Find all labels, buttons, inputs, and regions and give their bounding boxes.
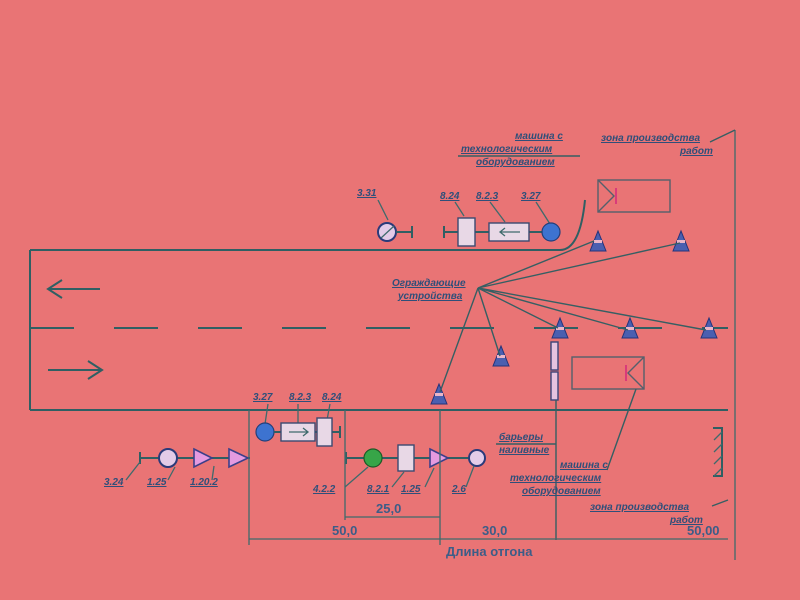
- svg-text:барьеры: барьеры: [499, 431, 543, 443]
- svg-text:работ: работ: [669, 514, 703, 526]
- bottom-sign-group-middle: 4.2.2 8.2.1 1.25 2.6: [312, 444, 486, 495]
- sign-1-20-2-icon: [228, 447, 250, 469]
- svg-text:зона производства: зона производства: [590, 502, 689, 513]
- zone-bottom-label: зона производства работ: [590, 499, 729, 526]
- traffic-cone-icon: [430, 229, 718, 405]
- plate-8-2-1-icon: [397, 444, 415, 472]
- bottom-sign-group-right: 3.27 8.2.3 8.24: [253, 392, 342, 447]
- dim-50: 50,0: [332, 523, 357, 538]
- sign-1-25-icon: [193, 447, 214, 469]
- truck-icon: [597, 179, 671, 213]
- svg-text:1.20.2: 1.20.2: [190, 477, 218, 488]
- svg-text:машина с: машина с: [560, 460, 608, 471]
- svg-text:8.2.3: 8.2.3: [476, 191, 499, 202]
- end-hatch-block: [713, 427, 723, 477]
- svg-text:технологическим: технологическим: [461, 144, 553, 155]
- svg-text:наливные: наливные: [499, 445, 550, 456]
- svg-text:оборудованием: оборудованием: [522, 485, 601, 497]
- svg-text:Ограждающие: Ограждающие: [392, 278, 466, 289]
- svg-text:1.25: 1.25: [147, 477, 167, 488]
- dim-30: 30,0: [482, 523, 507, 538]
- svg-text:1.25: 1.25: [401, 484, 421, 495]
- svg-text:машина с: машина с: [515, 131, 563, 142]
- plate-8-24-icon: [457, 217, 476, 247]
- arrow-right-icon: [48, 360, 104, 380]
- truck-icon: [571, 356, 645, 390]
- svg-text:оборудованием: оборудованием: [476, 156, 555, 168]
- road-outline: [29, 130, 736, 560]
- sign-4-2-2-icon: [363, 448, 383, 468]
- svg-text:3.24: 3.24: [104, 477, 124, 488]
- zone-top-label: зона производства работ: [601, 129, 736, 157]
- svg-text:технологическим: технологическим: [510, 473, 602, 484]
- water-barriers: [550, 341, 559, 540]
- svg-text:2.6: 2.6: [451, 484, 466, 495]
- dim-25: 25,0: [376, 501, 401, 516]
- top-sign-group: 3.31 8.24 8.2.3 3.27: [357, 188, 561, 247]
- svg-text:зона производства: зона производства: [601, 133, 700, 144]
- sign-3-27-icon: [255, 422, 275, 442]
- machine-top-label: машина с технологическим оборудованием: [458, 131, 580, 168]
- svg-text:3.27: 3.27: [521, 191, 541, 202]
- svg-text:8.24: 8.24: [440, 191, 460, 202]
- sign-3-27-icon: [541, 222, 561, 242]
- svg-text:работ: работ: [679, 145, 713, 157]
- dim-50-end: 50,00: [687, 523, 720, 538]
- svg-text:3.27: 3.27: [253, 392, 273, 403]
- arrow-left-icon: [46, 279, 100, 299]
- machine-bottom-label: машина с технологическим оборудованием: [510, 388, 637, 497]
- svg-text:8.24: 8.24: [322, 392, 342, 403]
- svg-text:4.2.2: 4.2.2: [312, 484, 336, 495]
- barriers-label: барьеры наливные: [496, 431, 556, 456]
- svg-text:устройства: устройства: [397, 291, 463, 302]
- plate-8-24-icon: [316, 417, 333, 447]
- svg-text:3.31: 3.31: [357, 188, 377, 199]
- sign-2-6-icon: [468, 449, 486, 467]
- length-caption: Длина отгона: [446, 544, 533, 559]
- svg-text:8.2.1: 8.2.1: [367, 484, 390, 495]
- sign-1-25-icon: [429, 447, 450, 469]
- sign-3-24-icon: [158, 448, 178, 468]
- dimension-lines: 50,0 25,0 30,0 50,00 Длина отгона: [248, 410, 728, 559]
- fencing-label: Ограждающие устройства: [392, 240, 707, 393]
- bottom-sign-group-left: 3.24 1.25 1.20.2: [104, 447, 250, 488]
- svg-text:8.2.3: 8.2.3: [289, 392, 312, 403]
